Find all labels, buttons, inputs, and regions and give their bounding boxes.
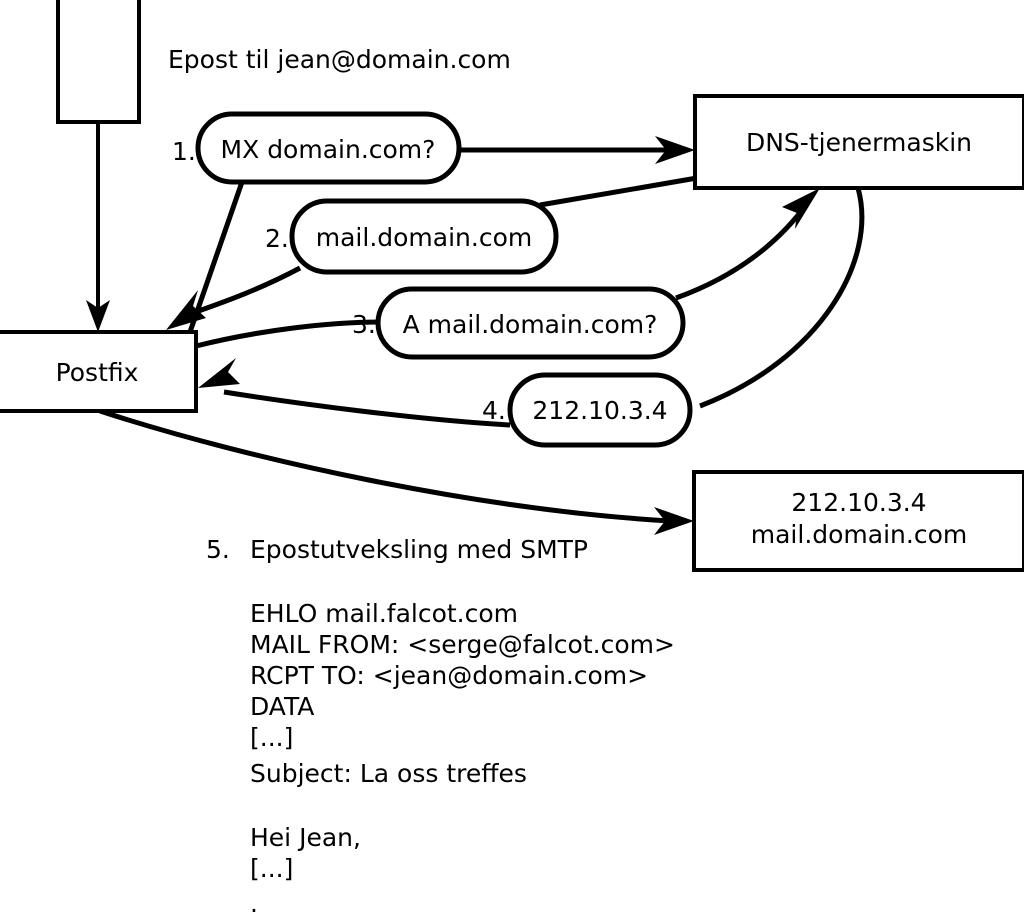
- step-1-number: 1.: [172, 137, 196, 166]
- connector-step-3: [195, 188, 820, 349]
- postfix-box-label: Postfix: [56, 358, 139, 387]
- step-1-label: MX domain.com?: [221, 135, 436, 164]
- mailserver-box-ip: 212.10.3.4: [791, 488, 926, 517]
- smtp-transcript: EHLO mail.falcot.com MAIL FROM: <serge@f…: [250, 599, 675, 918]
- step-2-pill-group: 2. mail.domain.com: [265, 198, 559, 275]
- step-5-label: Epostutveksling med SMTP: [250, 535, 588, 564]
- connector-step-4: [198, 187, 865, 428]
- step-1-pill-group: 1. MX domain.com?: [172, 111, 462, 185]
- step-2-pill: [289, 198, 559, 275]
- dns-box-label: DNS-tjenermaskin: [746, 128, 972, 157]
- step-1-pill: [195, 111, 462, 185]
- smtp-line-4: [...]: [250, 723, 293, 752]
- smtp-line-0: EHLO mail.falcot.com: [250, 599, 518, 628]
- client-box: [56, 0, 141, 124]
- step-3-pill-group: 3. A mail.domain.com?: [352, 286, 686, 360]
- smtp-line-9: .: [250, 889, 258, 918]
- step-4-pill: [507, 372, 693, 448]
- step-3-number: 3.: [352, 310, 376, 339]
- step-2-number: 2.: [265, 224, 289, 253]
- email-to-note: Epost til jean@domain.com: [168, 45, 511, 74]
- dns-box: [693, 94, 1024, 190]
- postfix-box: [0, 330, 198, 413]
- smtp-line-3: DATA: [250, 692, 314, 721]
- step-3-label: A mail.domain.com?: [403, 310, 658, 339]
- step-5-number: 5.: [206, 535, 230, 564]
- step-4-number: 4.: [482, 396, 506, 425]
- step-2-label: mail.domain.com: [316, 223, 532, 252]
- mailserver-box: [692, 470, 1024, 572]
- mailserver-box-hostname: mail.domain.com: [751, 520, 967, 549]
- connector-step-2: [166, 175, 698, 330]
- smtp-line-7: Hei Jean,: [250, 823, 361, 852]
- connector-client-to-postfix: [86, 122, 110, 332]
- step-4-label: 212.10.3.4: [532, 396, 667, 425]
- smtp-line-1: MAIL FROM: <serge@falcot.com>: [250, 630, 675, 659]
- smtp-line-2: RCPT TO: <jean@domain.com>: [250, 661, 648, 690]
- smtp-line-8: [...]: [250, 854, 293, 883]
- step-3-pill: [375, 286, 686, 360]
- connector-step-5: [99, 408, 694, 535]
- step-4-pill-group: 4. 212.10.3.4: [482, 372, 693, 448]
- connector-step-1: [187, 136, 695, 333]
- smtp-line-5: Subject: La oss treffes: [250, 759, 527, 788]
